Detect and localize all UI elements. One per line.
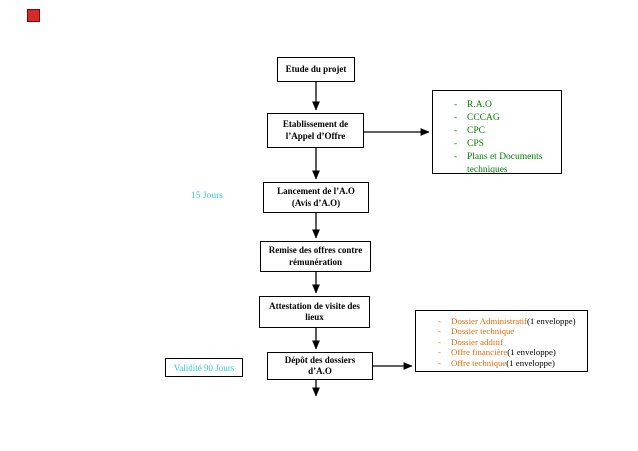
flow-step-label: Remise des offres contre rémunération [268, 245, 363, 267]
dash-bullet: - [454, 100, 458, 110]
submission-doc-suffix: (1 enveloppe) [506, 357, 555, 368]
duration-label: 15 Jours [191, 191, 223, 201]
flow-step-remise-offres: Remise des offres contre rémunération [260, 241, 371, 272]
submission-doc-item: - Dossier technique [438, 326, 585, 336]
flow-step-label: Lancement de l’A.O (Avis d’A.O) [277, 186, 355, 208]
submission-doc-item: - Dossier Administratif (1 enveloppe) [438, 316, 585, 326]
validity-box: Validité 90 Jours [165, 358, 243, 377]
dash-bullet: - [454, 113, 458, 123]
tender-doc-label: CPC [467, 126, 485, 136]
submission-doc-label: Offre technique [451, 357, 507, 368]
submission-doc-label: Dossier Administratif [451, 316, 527, 326]
submission-doc-suffix: (1 enveloppe) [527, 316, 576, 326]
submission-doc-label: Offre financière [451, 347, 508, 358]
tender-doc-item: - CCCAG [454, 112, 557, 125]
flow-step-label: Dépôt des dossiers d’A.O [284, 354, 356, 377]
red-marker-square [27, 9, 40, 22]
submission-doc-label: Dossier technique [451, 326, 515, 337]
tender-doc-item: - R.A.O [454, 99, 557, 112]
dash-bullet: - [438, 357, 441, 368]
flow-step-label: Attestation de visite des lieux [269, 300, 360, 323]
tender-doc-item: - Plans et Documents techniques [454, 151, 557, 174]
dash-bullet: - [438, 336, 441, 347]
tender-doc-label: CPS [467, 139, 484, 149]
tender-doc-item: - CPC [454, 125, 557, 138]
submission-documents-box: - Dossier Administratif (1 enveloppe) - … [415, 310, 588, 372]
dash-bullet: - [438, 326, 441, 337]
dash-bullet: - [454, 152, 458, 162]
submission-doc-suffix: (1 enveloppe) [507, 347, 556, 358]
dash-bullet: - [454, 126, 458, 136]
flow-step-etablissement-appel-offre: Etablissement de l’Appel d’Offre [267, 113, 364, 148]
flow-step-attestation-visite: Attestation de visite des lieux [259, 296, 370, 328]
validity-label: Validité 90 Jours [173, 362, 235, 373]
submission-doc-item: - Dossier additif [438, 337, 585, 347]
dash-bullet: - [438, 347, 441, 358]
submission-doc-label: Dossier additif [451, 336, 504, 347]
flow-step-depot-dossiers: Dépôt des dossiers d’A.O [267, 352, 373, 380]
tender-doc-label: Plans et Documents techniques [467, 152, 543, 174]
dash-bullet: - [438, 316, 441, 326]
submission-doc-item: - Offre technique (1 enveloppe) [438, 358, 585, 368]
flow-step-label: Etude du projet [285, 63, 347, 74]
flow-step-lancement-ao: Lancement de l’A.O (Avis d’A.O) [263, 182, 369, 213]
dash-bullet: - [454, 139, 458, 149]
submission-doc-item: - Offre financière (1 enveloppe) [438, 347, 585, 357]
flow-step-label: Etablissement de l’Appel d’Offre [282, 119, 349, 141]
tender-documents-box: - R.A.O - CCCAG - CPC - CPS - Plans et D… [432, 90, 562, 174]
tender-doc-label: R.A.O [467, 100, 492, 110]
tender-doc-item: - CPS [454, 138, 557, 151]
tender-doc-label: CCCAG [467, 113, 500, 123]
flow-step-etude-du-projet: Etude du projet [277, 57, 355, 82]
